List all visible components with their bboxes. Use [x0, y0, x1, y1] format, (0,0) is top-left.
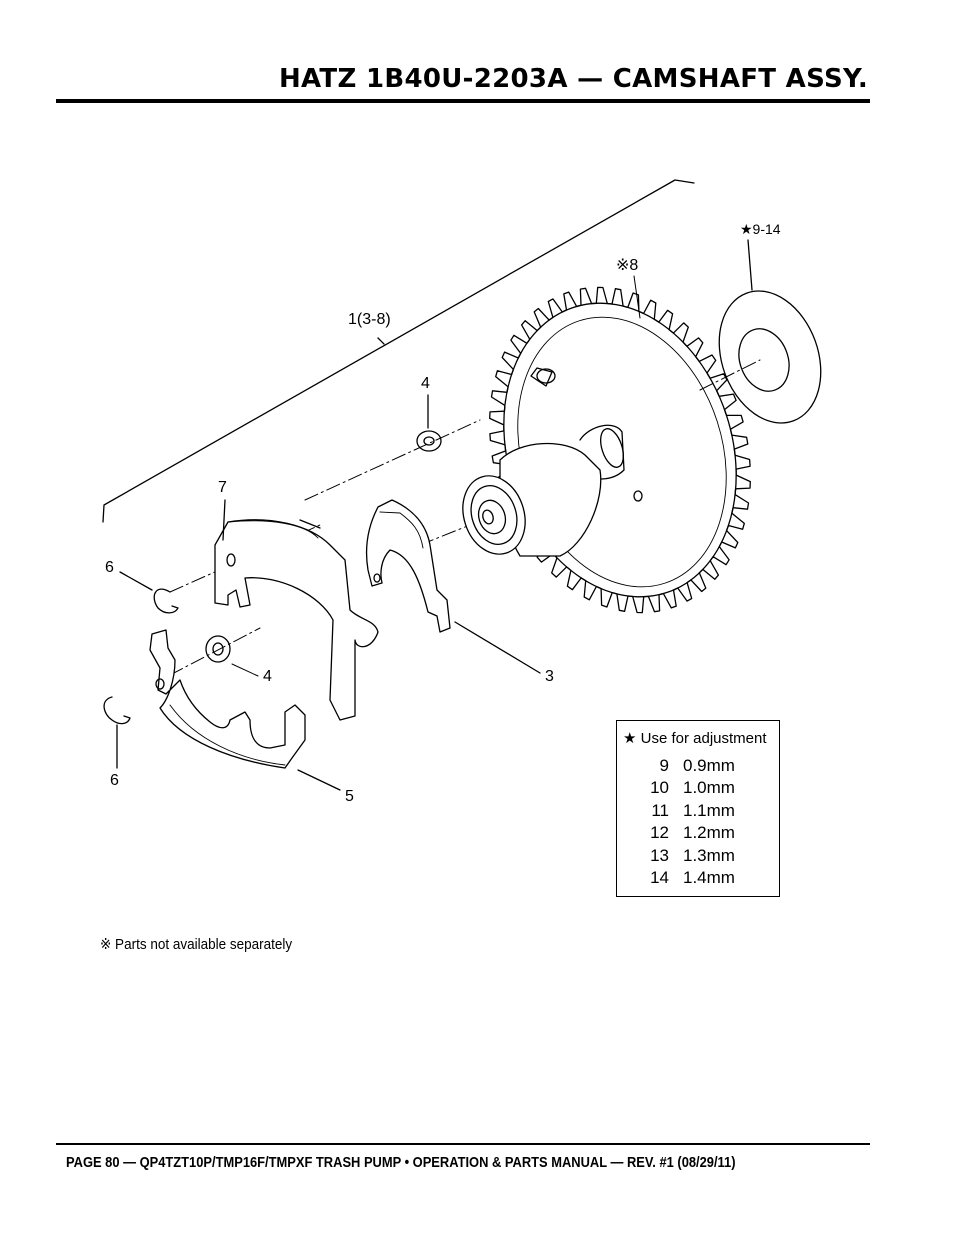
callout-plate: 7 [218, 479, 227, 496]
adjustment-shim [718, 239, 822, 424]
adjustment-part-number: 14 [650, 868, 669, 887]
callout-washer-upper: 4 [421, 375, 430, 392]
parts-note: ※ Parts not available separately [100, 936, 293, 953]
washer-upper [416, 394, 442, 452]
callout-washer-lower: 4 [263, 668, 272, 685]
washer-lower [205, 635, 231, 663]
adjustment-part-number: 13 [650, 846, 669, 865]
callout-clip-upper: 6 [105, 559, 114, 576]
page-title: HATZ 1B40U-2203A — CAMSHAFT ASSY. [278, 64, 868, 94]
leader-lines [231, 275, 641, 677]
adjustment-part-number: 12 [650, 823, 669, 842]
adjustment-thickness: 1.3mm [683, 846, 735, 865]
clip-upper [119, 571, 179, 614]
footer-rule [56, 1143, 870, 1145]
adjustment-thickness: 1.1mm [683, 801, 735, 820]
clip-lower [103, 696, 131, 769]
plate-part-7 [214, 499, 379, 721]
callout-governor: 5 [345, 788, 354, 805]
assembly-bracket-line [102, 179, 695, 523]
callout-assembly: 1(3-8) [348, 311, 391, 328]
callout-gear: ※8 [616, 257, 639, 274]
adjustment-thickness: 0.9mm [683, 756, 735, 775]
adjustment-thickness: 1.2mm [683, 823, 735, 842]
cam-gear [462, 286, 751, 614]
callout-shims: ★9-14 [740, 221, 781, 237]
adjustment-part-number: 9 [659, 756, 669, 775]
lever-part-3 [365, 499, 541, 674]
callout-lever: 3 [545, 668, 554, 685]
adjustment-part-number: 11 [651, 801, 669, 820]
adjustment-part-number: 10 [650, 778, 669, 797]
page-footer: PAGE 80 — QP4TZT10P/TMP16F/TMPXF TRASH P… [66, 1154, 736, 1171]
adjustment-thickness: 1.0mm [683, 778, 735, 797]
adjustment-table-header: ★ Use for adjustment [623, 730, 767, 747]
adjustment-thickness: 1.4mm [683, 868, 735, 887]
header-rule [56, 99, 870, 103]
callout-clip-lower: 6 [110, 772, 119, 789]
governor-part-5 [149, 629, 341, 791]
adjustment-table: ★ Use for adjustment 9 0.9mm 10 1.0mm 11… [616, 720, 780, 897]
